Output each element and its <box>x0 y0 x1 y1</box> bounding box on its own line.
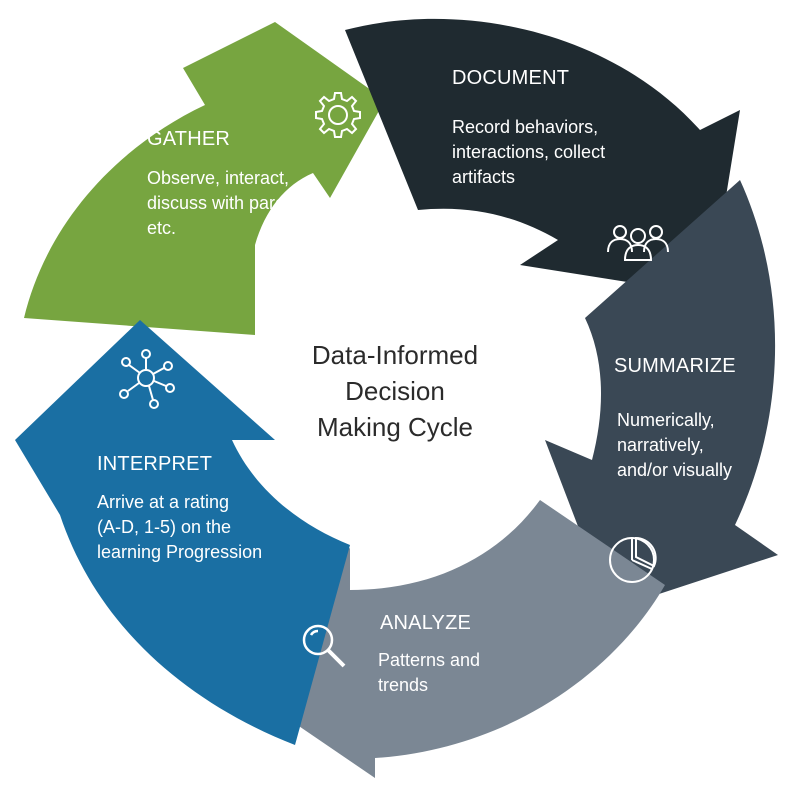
people-icon <box>607 225 669 261</box>
gather-arrow <box>24 22 385 335</box>
magnifier-icon <box>302 624 346 668</box>
document-title: DOCUMENT <box>452 67 570 89</box>
analyze-description: Patterns and trends <box>378 650 481 695</box>
summarize-description: Numerically, narratively, and/or visuall… <box>617 410 733 480</box>
gather-description: Observe, interact, discuss with parents … <box>147 168 310 238</box>
center-title: Data-Informed Decision Making Cycle <box>311 340 479 442</box>
gather-title: GATHER <box>147 128 231 150</box>
interpret-title: INTERPRET <box>97 453 213 475</box>
interpret-description: Arrive at a rating (A-D, 1-5) on the lea… <box>97 492 263 562</box>
network-icon <box>119 349 175 409</box>
analyze-arrow <box>255 500 665 778</box>
summarize-title: SUMMARIZE <box>614 355 736 377</box>
summarize-arrow <box>545 180 778 610</box>
pie-chart-icon <box>609 536 657 583</box>
document-description: Record behaviors, interactions, collect … <box>452 117 606 187</box>
document-arrow <box>345 18 740 296</box>
gear-icon <box>315 92 361 138</box>
interpret-arrow <box>15 320 350 745</box>
analyze-title: ANALYZE <box>380 612 472 634</box>
